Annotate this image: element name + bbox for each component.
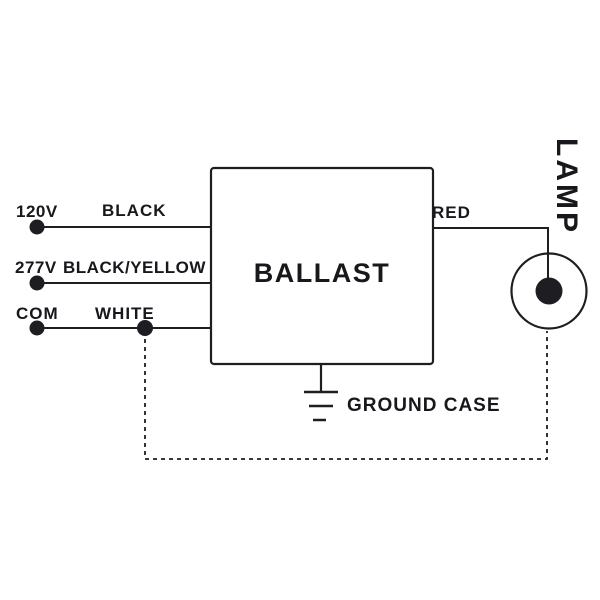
wire-label-red: RED <box>432 203 471 222</box>
wire-label-white: WHITE <box>95 304 155 323</box>
terminal-dot-com <box>29 320 45 336</box>
terminal-label-277v: 277V <box>15 258 57 277</box>
case-ground-dashed-wire <box>144 331 548 460</box>
wire-label-black: BLACK <box>102 201 167 220</box>
junction-dot-white <box>137 320 153 336</box>
lamp-label: LAMP <box>550 138 583 235</box>
wire-label-black-yellow: BLACK/YELLOW <box>63 258 206 277</box>
terminal-label-com: COM <box>16 304 59 323</box>
ballast-label: BALLAST <box>253 258 391 288</box>
terminal-dot-120v <box>29 219 45 235</box>
ground-case-label: GROUND CASE <box>347 395 501 416</box>
terminal-dot-277v <box>29 275 45 291</box>
lamp-contact-dot <box>535 277 563 305</box>
terminal-label-120v: 120V <box>16 202 58 221</box>
